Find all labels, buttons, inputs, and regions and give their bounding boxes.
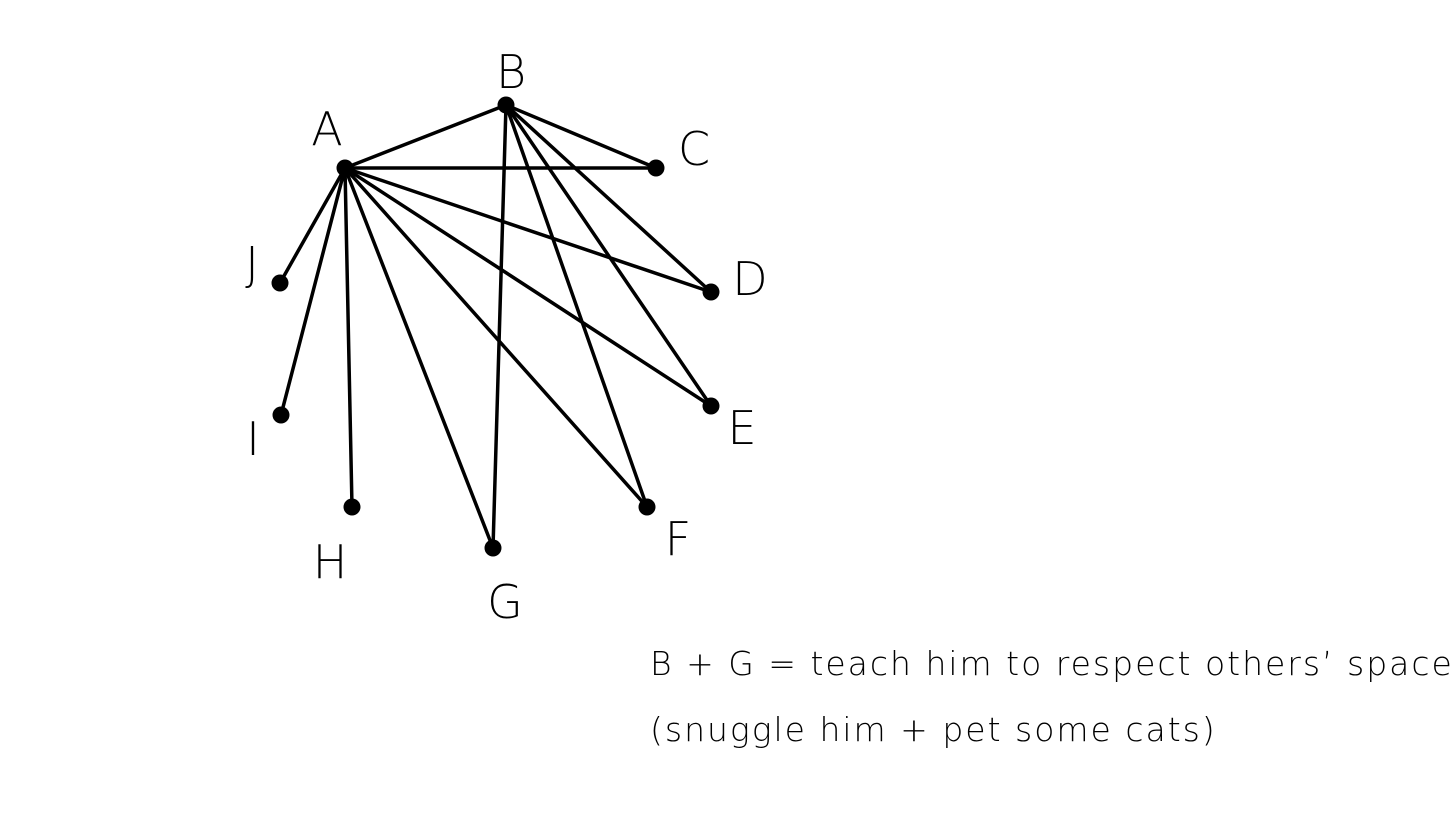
node-label-d: D xyxy=(732,252,767,306)
edge-b-e xyxy=(504,103,713,408)
node-i xyxy=(272,406,290,424)
edge-b-d xyxy=(504,103,713,294)
node-a xyxy=(336,159,354,177)
edge-a-e xyxy=(343,166,713,408)
edge-a-j xyxy=(278,166,347,285)
node-j xyxy=(271,274,289,292)
node-label-b: B xyxy=(496,45,526,99)
node-label-c: C xyxy=(678,122,710,176)
node-f xyxy=(638,498,656,516)
node-d xyxy=(702,283,720,301)
node-label-i: I xyxy=(246,412,260,466)
labels-layer: A B C D E F G H I J xyxy=(245,45,768,629)
edge-b-c xyxy=(504,103,658,170)
node-e xyxy=(702,397,720,415)
note-line-2: (snuggle him + pet some cats) xyxy=(650,710,1217,749)
node-label-j: J xyxy=(245,237,259,291)
edge-a-h xyxy=(343,166,354,509)
node-label-h: H xyxy=(313,535,348,589)
note-line-1: B + G = teach him to respect others’ spa… xyxy=(650,644,1454,683)
nodes-layer xyxy=(271,96,720,557)
node-b xyxy=(497,96,515,114)
node-label-g: G xyxy=(487,575,523,629)
node-c xyxy=(647,159,665,177)
node-label-f: F xyxy=(665,512,691,566)
edge-a-d xyxy=(343,166,713,294)
edge-a-f xyxy=(343,166,649,509)
node-label-e: E xyxy=(727,401,756,455)
edge-a-g xyxy=(343,166,495,550)
node-h xyxy=(343,498,361,516)
node-g xyxy=(484,539,502,557)
node-label-a: A xyxy=(311,102,342,156)
edge-b-f xyxy=(504,103,649,509)
edge-a-b xyxy=(343,103,508,170)
edge-a-i xyxy=(279,166,347,417)
edges-layer xyxy=(278,103,713,550)
edge-b-g xyxy=(491,103,508,550)
